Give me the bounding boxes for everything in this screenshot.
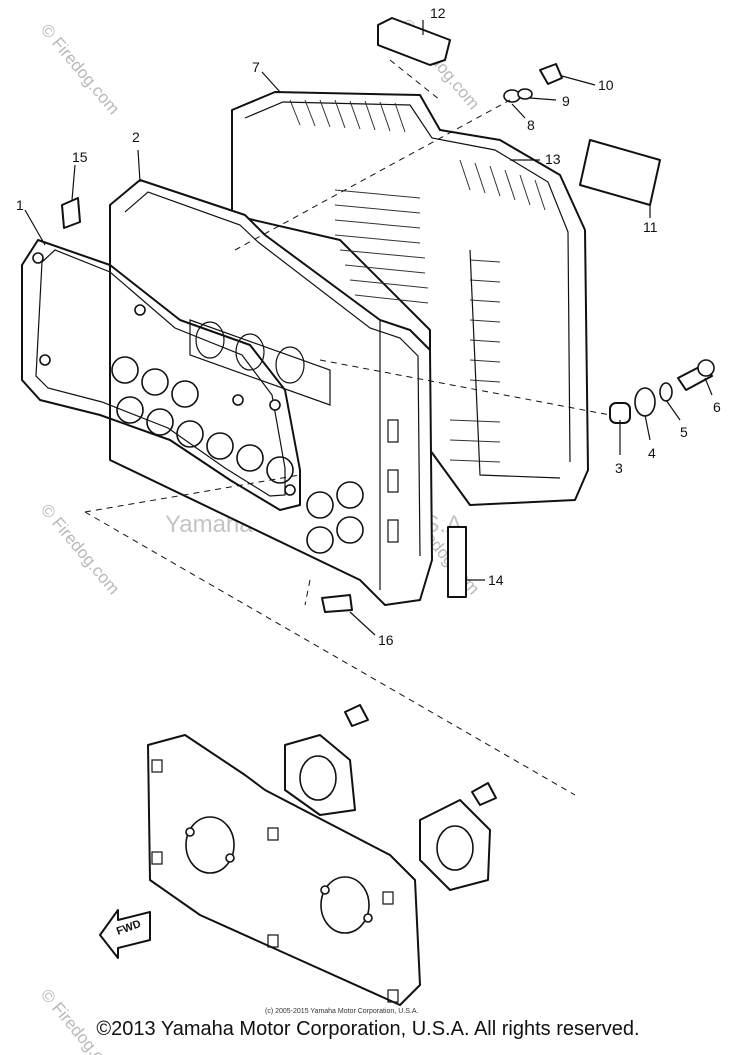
callout-8: 8 xyxy=(527,117,535,133)
part-15-tag xyxy=(61,197,81,229)
fwd-arrow-icon xyxy=(99,909,151,959)
carburetor-joint-plate: FWD xyxy=(99,704,497,1006)
callout-3: 3 xyxy=(615,460,623,476)
cooling-fins-side xyxy=(334,189,501,463)
part-14-strip xyxy=(447,526,467,598)
watermark-firedog: © Firedog.com xyxy=(37,20,123,118)
part-4-washer xyxy=(634,387,656,417)
callout-5: 5 xyxy=(680,424,688,440)
gasket xyxy=(21,239,301,511)
part-12-seal xyxy=(377,17,451,66)
callout-9: 9 xyxy=(562,93,570,109)
filter-elements xyxy=(189,319,331,406)
assembly-lines xyxy=(84,59,611,796)
part-5-washer xyxy=(659,382,673,402)
callout-15: 15 xyxy=(72,149,88,165)
callout-2: 2 xyxy=(132,129,140,145)
callout-numbers: 1 2 3 4 5 6 7 8 9 10 11 12 13 14 15 16 xyxy=(16,5,721,648)
part-11-pad xyxy=(579,139,661,206)
clip xyxy=(387,419,399,443)
watermark-firedog: © Firedog.com xyxy=(37,500,123,598)
callout-11: 11 xyxy=(643,219,658,235)
callout-13: 13 xyxy=(545,151,561,167)
clip xyxy=(387,519,399,543)
part-8-washer xyxy=(503,89,521,103)
clip xyxy=(387,469,399,493)
part-9-washer xyxy=(517,88,533,100)
callout-4: 4 xyxy=(648,445,656,461)
callout-1: 1 xyxy=(16,197,24,213)
air-cleaner-housing xyxy=(109,179,433,606)
top-small-parts xyxy=(377,17,661,206)
callout-10: 10 xyxy=(598,77,614,93)
housing-holes xyxy=(111,356,364,554)
copyright-footer: ©2013 Yamaha Motor Corporation, U.S.A. A… xyxy=(96,1018,640,1040)
air-cleaner-case xyxy=(231,91,589,506)
callout-14: 14 xyxy=(488,572,504,588)
callout-16: 16 xyxy=(378,632,394,648)
part-10-bolt xyxy=(539,63,563,85)
small-copyright: (c) 2005-2015 Yamaha Motor Corporation, … xyxy=(265,1008,418,1015)
part-16-clip xyxy=(321,594,353,613)
leader-lines xyxy=(24,20,713,636)
cooling-fins-top xyxy=(289,99,546,211)
callout-7: 7 xyxy=(252,59,260,75)
callout-12: 12 xyxy=(430,5,446,21)
callout-6: 6 xyxy=(713,399,721,415)
